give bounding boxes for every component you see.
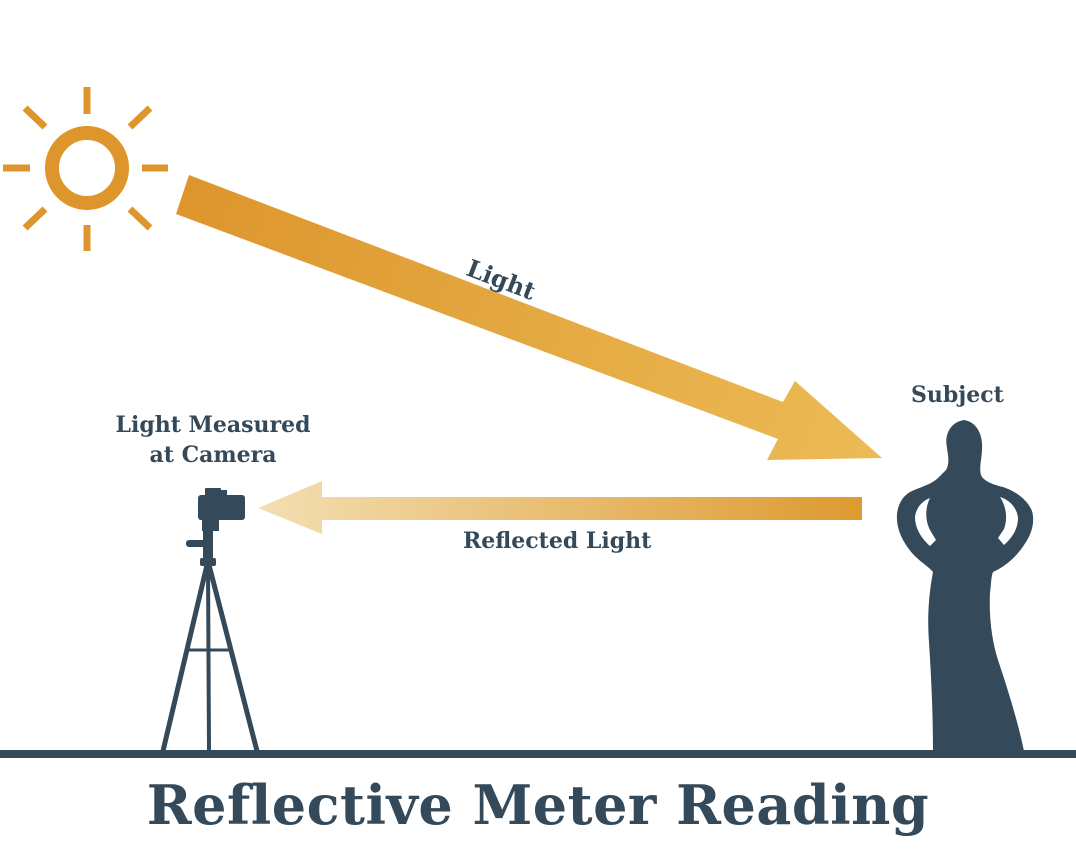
woman-silhouette-icon	[896, 420, 1034, 751]
reflected-light-arrow	[258, 481, 862, 534]
reflected-light-label: Reflected Light	[463, 528, 652, 554]
camera-on-tripod-icon	[160, 488, 260, 752]
diagram-title: Reflective Meter Reading	[146, 773, 930, 837]
light-measured-line-1: Light Measured	[115, 412, 311, 438]
incident-light-arrow	[176, 175, 882, 460]
light-measured-line-2: at Camera	[149, 442, 277, 469]
sun-icon	[3, 87, 168, 251]
light-measured-label: Light Measured at Camera	[96, 410, 330, 471]
ground-line	[0, 750, 1076, 758]
subject-label: Subject	[911, 382, 1004, 408]
